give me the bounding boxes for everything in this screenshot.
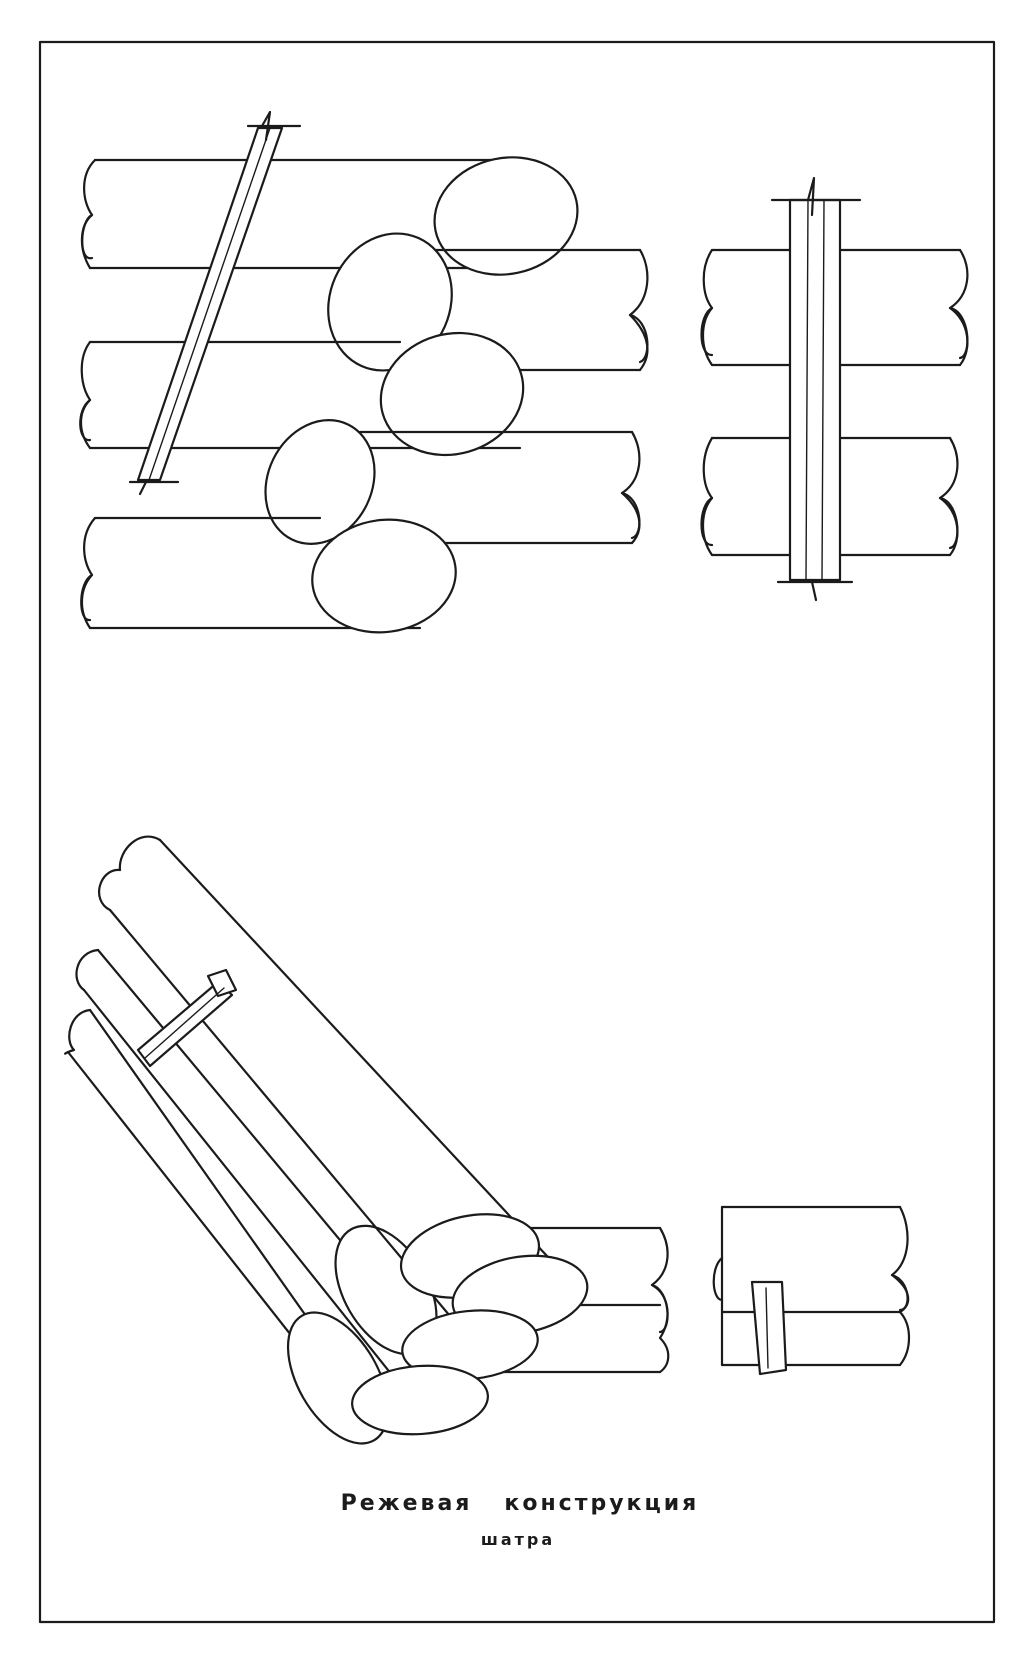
- log-5: [80, 516, 457, 634]
- inclined-dowel: [136, 968, 238, 1068]
- figure-small-section: [712, 1205, 911, 1376]
- log-end-cap-bottom: [351, 1364, 489, 1436]
- log-1: [80, 156, 579, 276]
- diagonal-pin: [128, 110, 302, 496]
- figure-vertical-section: [700, 176, 969, 602]
- caption-line-1: Режевая конструкция: [341, 1491, 700, 1516]
- inclined-log-1: [98, 835, 589, 1336]
- caption-line-2: шатра: [481, 1530, 555, 1549]
- vertical-pin: [770, 176, 862, 602]
- section-dowel: [750, 1280, 788, 1376]
- figure-inclined-logs: [64, 835, 670, 1445]
- inclined-log-2: [75, 948, 438, 1412]
- log-4: [264, 419, 641, 545]
- sheet-border: [38, 40, 996, 1624]
- figure-log-stack-diagonal: [79, 110, 649, 634]
